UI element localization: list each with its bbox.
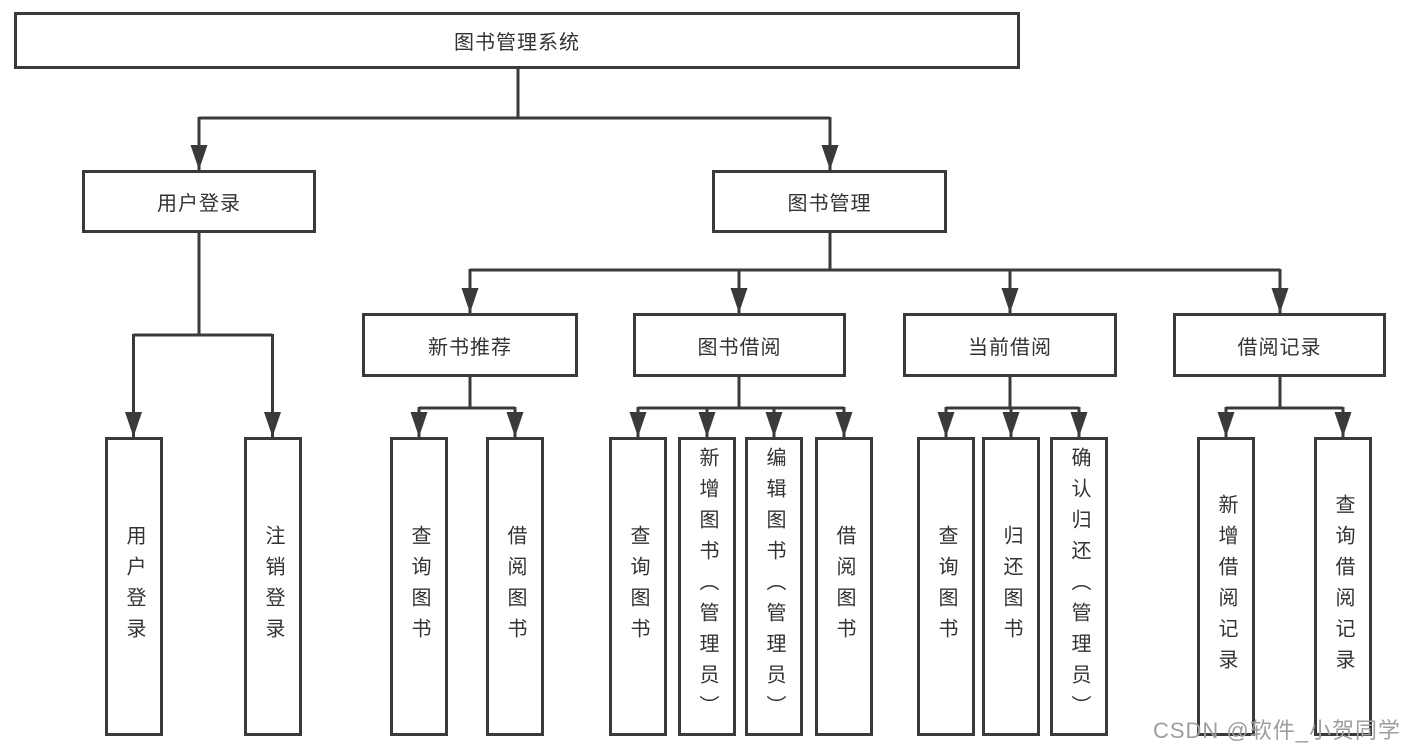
connector-new-book-rec-to-leaves <box>410 375 524 437</box>
connector-book-borrow-to-leaves <box>629 375 853 437</box>
leaf-confirm-return-admin: 确认归还（管理员） <box>1050 437 1108 736</box>
leaf-label: 查询图书 <box>408 524 430 649</box>
leaf-borrow-book: 借阅图书 <box>815 437 873 736</box>
node-label: 借阅记录 <box>1237 336 1322 359</box>
connector-book-mgmt-to-level2 <box>461 231 1289 313</box>
leaf-label: 借阅图书 <box>504 524 526 649</box>
leaf-user-login: 用户登录 <box>105 437 163 736</box>
node-label: 图书管理系统 <box>454 32 580 54</box>
connector-current-borrow-to-leaves <box>937 375 1088 437</box>
leaf-rec-borrow-book: 借阅图书 <box>486 437 544 736</box>
leaf-label: 用户登录 <box>123 524 145 649</box>
node-user-login: 用户登录 <box>82 170 316 233</box>
leaf-current-query-book: 查询图书 <box>917 437 975 736</box>
node-borrow-record: 借阅记录 <box>1173 313 1386 377</box>
leaf-label: 新增借阅记录 <box>1215 493 1237 680</box>
leaf-logout-login: 注销登录 <box>244 437 302 736</box>
leaf-label: 确认归还（管理员） <box>1068 447 1090 726</box>
leaf-return-book: 归还图书 <box>982 437 1040 736</box>
connector-borrow-record-to-leaves <box>1217 375 1352 437</box>
leaf-label: 编辑图书（管理员） <box>763 447 785 726</box>
node-label: 用户登录 <box>157 193 241 215</box>
node-book-borrow: 图书借阅 <box>633 313 846 377</box>
leaf-borrow-query-book: 查询图书 <box>609 437 667 736</box>
node-current-borrow: 当前借阅 <box>903 313 1117 377</box>
node-label: 当前借阅 <box>968 336 1052 359</box>
leaf-edit-book-admin: 编辑图书（管理员） <box>745 437 803 736</box>
leaf-label: 查询图书 <box>627 524 649 649</box>
leaf-label: 查询图书 <box>935 524 957 649</box>
leaf-query-borrow-record: 查询借阅记录 <box>1314 437 1372 736</box>
node-new-book-rec: 新书推荐 <box>362 313 578 377</box>
leaf-rec-query-book: 查询图书 <box>390 437 448 736</box>
leaf-add-book-admin: 新增图书（管理员） <box>678 437 736 736</box>
csdn-watermark: CSDN @软件_小贺同学 <box>1152 718 1401 743</box>
leaf-label: 归还图书 <box>1000 524 1022 649</box>
leaf-label: 查询借阅记录 <box>1332 493 1354 680</box>
node-label: 图书管理 <box>787 193 872 215</box>
connector-user-login-to-leaves <box>125 231 281 437</box>
leaf-label: 借阅图书 <box>833 524 855 649</box>
node-label: 新书推荐 <box>428 336 512 359</box>
connector-root-to-level1 <box>190 66 839 170</box>
leaf-label: 新增图书（管理员） <box>696 447 718 726</box>
node-label: 图书借阅 <box>697 336 782 359</box>
leaf-label: 注销登录 <box>262 524 284 649</box>
node-root: 图书管理系统 <box>14 12 1020 69</box>
node-book-mgmt: 图书管理 <box>712 170 947 233</box>
leaf-add-borrow-record: 新增借阅记录 <box>1197 437 1255 736</box>
